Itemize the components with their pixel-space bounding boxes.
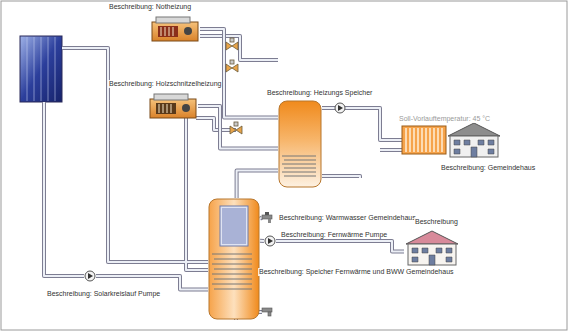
boiler-icon: Beschreibung: Notheizung [150, 15, 200, 43]
storage-tank: Beschreibung: Heizungs Speicher [278, 100, 322, 188]
storage-tank-shape [278, 100, 322, 188]
pipe-stroke [96, 276, 208, 290]
pump-icon: Beschreibung: Fernwärme Pumpe [264, 235, 276, 247]
boiler-icon: Beschreibung: Holzschnitzelheizung [148, 92, 198, 120]
pipe-stroke [260, 239, 264, 243]
pipe-stroke [96, 276, 208, 290]
radiator-icon: Soll-Vorlauftemperatur: 45 °C [402, 126, 446, 154]
pump-icon-shape [84, 270, 96, 282]
description-label: Beschreibung: Gemeindehaus [440, 164, 536, 172]
pump-icon: Beschreibung: Solarkreislauf Pumpe [84, 270, 96, 282]
description-label: Beschreibung: Heizungs Speicher [266, 89, 373, 97]
building-icon-shape [446, 122, 502, 158]
pipe-stroke [276, 241, 404, 252]
mixing-valve [226, 38, 242, 134]
pipe-stroke [322, 108, 402, 140]
storage-tank-shape [208, 198, 260, 320]
pipe-stroke [198, 106, 278, 148]
tap-icon-shape [262, 212, 272, 223]
building-icon-shape [404, 230, 460, 266]
pipe-connector [96, 276, 208, 290]
storage-tank: Beschreibung: Speicher Fernwärme und BWW… [208, 198, 260, 320]
solar-collector [20, 36, 62, 102]
description-label: Soll-Vorlauftemperatur: 45 °C [398, 115, 491, 123]
tap-icon: Beschreibung: Warmwasser Gemeindehaus [262, 212, 272, 223]
boiler-icon-shape [148, 92, 198, 120]
pipe-stroke [322, 108, 402, 140]
radiator-icon-shape [402, 126, 446, 154]
description-label: Beschreibung: Warmwasser Gemeindehaus [278, 214, 417, 222]
pipe-connector [198, 106, 278, 148]
pipe-stroke [260, 240, 264, 242]
pipe-stroke [237, 170, 278, 198]
description-label: Beschreibung: Fernwärme Pumpe [280, 231, 388, 239]
description-label: Beschreibung: Holzschnitzelheizung [108, 80, 222, 88]
description-label: Beschreibung: Notheizung [108, 3, 192, 11]
pipe-connector [276, 241, 404, 252]
building-icon: Beschreibung: Gemeindehaus [446, 122, 502, 158]
pipe-connector [260, 240, 264, 241]
pipe-stroke [237, 170, 278, 198]
description-label: Beschreibung [414, 218, 459, 226]
pipe-connector [322, 108, 402, 140]
description-label: Beschreibung: Solarkreislauf Pumpe [46, 290, 161, 298]
building-icon: Beschreibung [404, 230, 460, 266]
boiler-icon-shape [150, 15, 200, 43]
pump-icon-shape [264, 235, 276, 247]
pipe-stroke [198, 106, 278, 148]
pipe-stroke [276, 241, 404, 252]
pipe-connector [237, 170, 278, 198]
description-label: Beschreibung: Speicher Fernwärme und BWW… [258, 268, 455, 276]
pump-symbol [335, 103, 345, 113]
drain-tap [262, 308, 272, 316]
